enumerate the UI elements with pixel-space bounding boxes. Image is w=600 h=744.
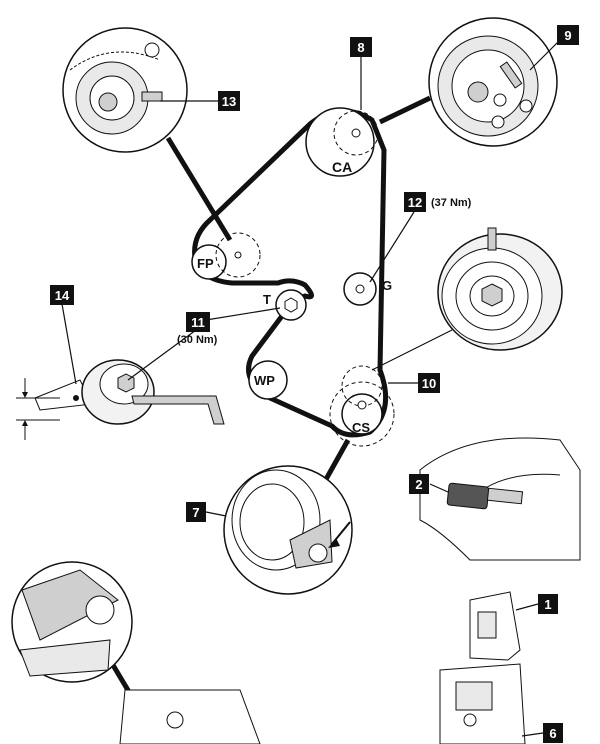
callout-6: 6 — [549, 726, 556, 741]
callout-12: 12 — [408, 195, 422, 210]
camshaft-label: CA — [332, 159, 352, 175]
callout-8: 8 — [357, 40, 364, 55]
detail-locking-tool: 2 — [409, 437, 581, 561]
crankshaft-label: CS — [352, 420, 370, 435]
detail-engine-housing: 1 6 — [439, 591, 563, 744]
crankshaft-pulley: CS — [329, 365, 395, 447]
detail-crank-lock-pin: 7 — [186, 438, 353, 595]
detail-tensioner-adjust: 14 11 (30 Nm) — [16, 285, 281, 440]
callout-14: 14 — [55, 288, 70, 303]
fuel-pump-pulley: FP — [191, 232, 261, 280]
callout-11: 11 — [191, 315, 205, 330]
tensioner-label: T — [263, 292, 271, 307]
torque-12: (37 Nm) — [431, 197, 472, 209]
detail-crank-pulley: 10 — [371, 227, 563, 393]
camshaft-pulley: CA — [305, 107, 379, 177]
callout-9: 9 — [564, 28, 571, 43]
callout-8-group: 8 — [350, 37, 372, 110]
callout-7: 7 — [192, 505, 199, 520]
guide-pulley: G — [343, 272, 392, 306]
callout-10: 10 — [422, 376, 436, 391]
torque-11: (30 Nm) — [177, 334, 218, 346]
callout-12-group: 12 (37 Nm) — [369, 192, 472, 283]
water-pump-label: WP — [254, 373, 275, 388]
guide-label: G — [382, 278, 392, 293]
detail-camshaft-lock: 9 — [378, 17, 579, 147]
callout-2: 2 — [415, 477, 422, 492]
fuel-pump-label: FP — [197, 256, 214, 271]
callout-13: 13 — [222, 94, 236, 109]
detail-fuel-pump-lock: 13 — [62, 27, 240, 242]
callout-1: 1 — [544, 597, 551, 612]
water-pump-pulley: WP — [248, 360, 288, 400]
detail-flywheel-lock — [11, 561, 261, 744]
tensioner-pulley: T — [263, 289, 307, 321]
